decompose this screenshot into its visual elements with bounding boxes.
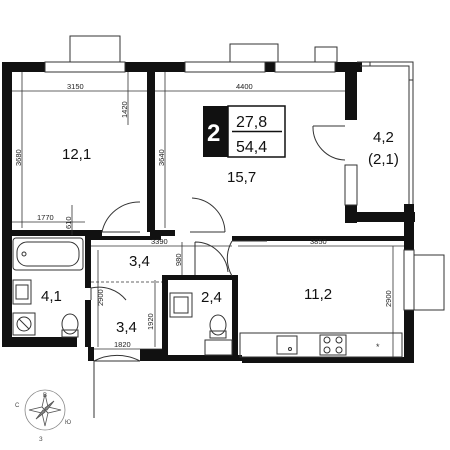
dim-toilet-depth: 980 xyxy=(174,253,183,266)
balcony-reduced-area: (2,1) xyxy=(368,151,399,168)
compass-east: В xyxy=(43,393,47,399)
balcony-door-window xyxy=(344,164,358,206)
corridor-area: 3,4 xyxy=(116,319,137,336)
bath-toilet xyxy=(61,313,79,335)
balcony-vent xyxy=(314,46,338,63)
toilet-bowl xyxy=(209,314,227,336)
windows xyxy=(44,35,445,311)
doors xyxy=(90,125,346,418)
bedroom-sill xyxy=(69,35,121,63)
dim-bedroom-width: 3150 xyxy=(67,82,84,91)
bathroom-area: 4,1 xyxy=(41,288,62,305)
compass-north: С xyxy=(15,403,20,409)
balcony-door xyxy=(312,125,346,161)
dim-kitchen-width: 3850 xyxy=(310,237,327,246)
dim-bedroom-height: 3680 xyxy=(14,149,23,166)
kitchen-sill xyxy=(413,254,445,311)
dim-living-width: 4400 xyxy=(236,82,253,91)
dim-bath-height: 2900 xyxy=(96,289,105,306)
kitchen-stove xyxy=(319,334,347,356)
bedroom-area: 12,1 xyxy=(62,146,91,163)
compass-rose-icon xyxy=(28,393,62,427)
bath-sink xyxy=(12,279,32,305)
dim-hall-width: 3390 xyxy=(151,237,168,246)
toilet-sink xyxy=(169,292,193,318)
balcony-area: 4,2 xyxy=(373,129,394,146)
kitchen-counter xyxy=(239,332,403,358)
washing-machine xyxy=(12,312,36,336)
compass-ring xyxy=(24,389,66,431)
bathtub xyxy=(12,237,84,271)
living-sill xyxy=(229,43,279,63)
compass: С В Ю З xyxy=(15,389,71,443)
dim-living-height: 3640 xyxy=(157,149,166,166)
balcony xyxy=(357,61,414,204)
rooms-count: 2 xyxy=(207,120,220,147)
kitchen-door xyxy=(226,240,267,277)
living-area: 15,7 xyxy=(227,169,256,186)
living-area-total: 27,8 xyxy=(236,114,267,131)
dimension-lines xyxy=(12,72,404,357)
room-labels: 12,1 15,7 4,2 (2,1) 3,4 4,1 3,4 2,4 11,2 xyxy=(41,129,399,336)
rooms-count-box xyxy=(203,106,228,157)
summary-badge: 2 27,8 54,4 xyxy=(203,105,286,158)
toilet-area: 2,4 xyxy=(201,289,222,306)
dim-kitchen-height: 2900 xyxy=(384,290,393,307)
dim-hall-segment: 1770 xyxy=(37,213,54,222)
hall-area: 3,4 xyxy=(129,253,150,270)
kitchen-sink xyxy=(276,335,298,355)
living-window-2 xyxy=(274,61,336,73)
bedroom-window xyxy=(44,61,126,73)
entrance-door xyxy=(93,354,141,418)
fridge-mark: * xyxy=(376,342,380,352)
dimension-labels: 3150 4400 1420 3680 3640 1770 610 3390 3… xyxy=(14,82,393,349)
kitchen-window xyxy=(403,249,415,311)
toilet-door xyxy=(194,241,229,275)
living-door xyxy=(190,197,226,233)
kitchen-area: 11,2 xyxy=(304,286,332,303)
living-window-1 xyxy=(184,61,266,73)
total-area: 54,4 xyxy=(236,139,267,156)
dim-610: 610 xyxy=(64,216,73,229)
bedroom-door xyxy=(101,201,141,233)
fixtures: * xyxy=(12,237,403,358)
dim-corridor-width: 1820 xyxy=(114,340,131,349)
bath-door xyxy=(90,286,127,301)
compass-west: З xyxy=(39,437,43,443)
compass-south: Ю xyxy=(65,420,71,426)
dim-bedroom-window-depth: 1420 xyxy=(120,101,129,118)
dim-corridor-height: 1920 xyxy=(146,313,155,330)
